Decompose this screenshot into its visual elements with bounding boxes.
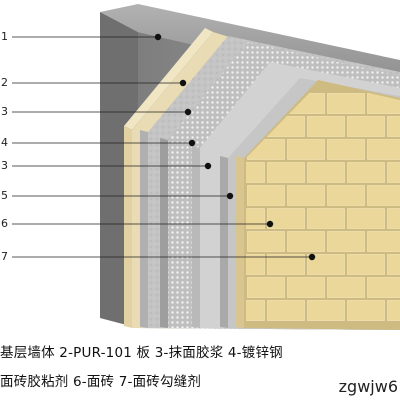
tile: [387, 300, 400, 321]
tile: [247, 277, 285, 298]
leader-dot: [204, 162, 212, 170]
tile: [246, 208, 265, 229]
tile-grid: [246, 93, 400, 321]
label-4: 4: [1, 136, 8, 149]
tile: [387, 116, 400, 137]
tile: [246, 162, 265, 183]
tile: [287, 139, 325, 160]
leader-dot: [179, 79, 187, 87]
leader-dot: [226, 192, 234, 200]
tile: [347, 162, 385, 183]
tile: [247, 231, 285, 252]
label-2: 2: [1, 76, 8, 89]
tile: [387, 254, 400, 275]
watermark: zgwjw6: [338, 377, 398, 396]
tile: [267, 208, 305, 229]
tile: [247, 185, 285, 206]
tile: [287, 277, 325, 298]
layer-tiles: [236, 80, 400, 330]
tile: [327, 277, 365, 298]
tile: [347, 300, 385, 321]
label-5: 5: [1, 189, 8, 202]
tile: [307, 208, 345, 229]
tile: [347, 254, 385, 275]
tile: [327, 231, 365, 252]
tile: [267, 162, 305, 183]
tile: [307, 116, 345, 137]
tile: [347, 208, 385, 229]
tile: [267, 300, 305, 321]
tile: [267, 254, 305, 275]
tile: [367, 231, 400, 252]
leader-dot: [154, 33, 162, 41]
tile: [246, 254, 265, 275]
tile: [246, 300, 265, 321]
label-6: 6: [1, 217, 8, 230]
label-leaders: [12, 33, 316, 261]
tile: [327, 185, 365, 206]
leader-dot: [184, 108, 192, 116]
tile: [307, 300, 345, 321]
tile: [307, 254, 345, 275]
leader-dot: [188, 139, 196, 147]
label-7: 7: [1, 250, 8, 263]
legend-line-1: 基层墙体 2-PUR-101 板 3-抹面胶浆 4-镀锌钢: [0, 345, 283, 361]
label-1: 1: [1, 30, 8, 43]
tile: [287, 231, 325, 252]
tile: [387, 162, 400, 183]
tile: [367, 277, 400, 298]
leader-dot: [266, 220, 274, 228]
tile: [307, 162, 345, 183]
tile: [367, 185, 400, 206]
tile: [327, 139, 365, 160]
legend-line-2: 面砖胶粘剂 6-面砖 7-面砖勾缝剂: [0, 374, 202, 390]
label-3-render-mortar: 3: [1, 105, 8, 118]
tile: [287, 185, 325, 206]
tile: [387, 208, 400, 229]
tile: [327, 93, 365, 114]
tile: [347, 116, 385, 137]
tile: [367, 139, 400, 160]
label-3-render-mortar-second: 3: [1, 159, 8, 172]
leader-dot: [308, 253, 316, 261]
